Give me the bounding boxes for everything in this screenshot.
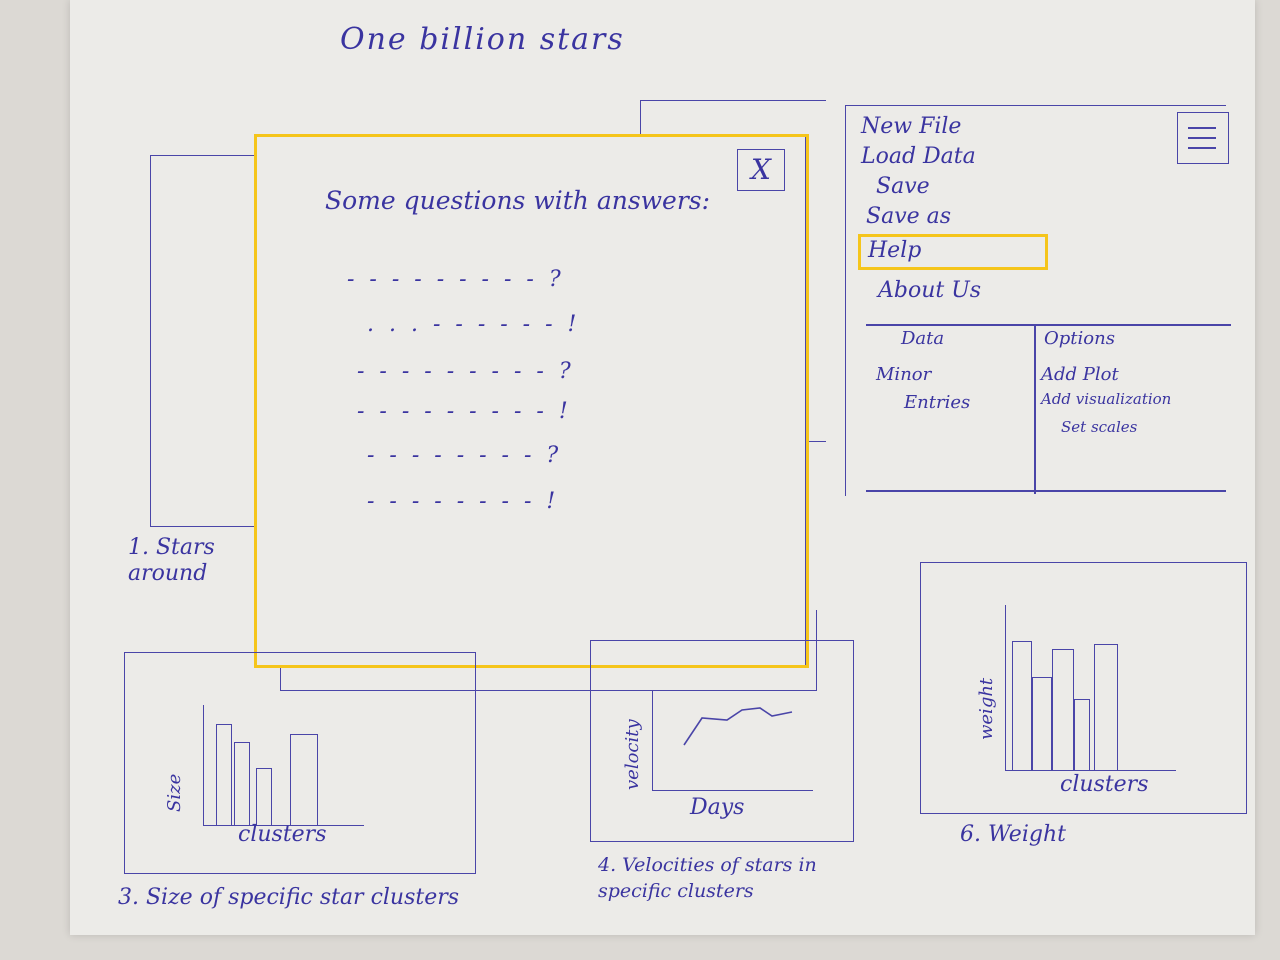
faq-row: - - - - - - - - - !: [357, 399, 572, 424]
bar: [1012, 641, 1032, 770]
help-highlight: [858, 234, 1048, 270]
bar: [1074, 699, 1090, 770]
faq-row: - - - - - - - - !: [367, 489, 560, 514]
panel3-ylabel: Size: [164, 773, 185, 812]
panel4-chart: [652, 690, 813, 791]
bar: [234, 742, 250, 825]
page-title: One billion stars: [340, 22, 625, 57]
panel3-sheet: [124, 652, 476, 874]
panel3-chart: [203, 705, 364, 826]
menu-item-about-us[interactable]: About Us: [878, 278, 982, 303]
faq-row: - - - - - - - - - ?: [347, 267, 565, 292]
panel4-xlabel: Days: [690, 795, 745, 820]
bar: [1052, 649, 1074, 770]
hamburger-icon[interactable]: [1177, 112, 1229, 164]
close-icon[interactable]: X: [737, 149, 785, 191]
panel4-line: [683, 707, 793, 746]
menu-item-save[interactable]: Save: [876, 174, 930, 199]
dialog-heading: Some questions with answers:: [325, 186, 711, 215]
panel4-caption: 4. Velocities of stars in specific clust…: [598, 854, 817, 902]
main-menu: New File Load Data Save Save as Help Abo…: [845, 105, 1231, 496]
panel1-caption: 1. Stars around: [128, 535, 215, 586]
bar: [290, 734, 318, 825]
options-column-header: Options: [1044, 328, 1115, 349]
menu-item-load-data[interactable]: Load Data: [861, 144, 976, 169]
bar: [256, 768, 272, 825]
data-line-entries[interactable]: Entries: [904, 392, 971, 413]
menu-item-new-file[interactable]: New File: [861, 114, 962, 139]
bar: [1094, 644, 1118, 770]
menu-bottom-line: [866, 490, 1226, 492]
menu-column-divider: [1034, 324, 1036, 494]
option-add-visualization[interactable]: Add visualization: [1041, 390, 1172, 408]
faq-row: - - - - - - - - - ?: [357, 359, 575, 384]
faq-row: . . . - - - - - - !: [367, 312, 581, 337]
faq-row: - - - - - - - - ?: [367, 443, 563, 468]
panel6-ylabel: weight: [976, 677, 997, 740]
dialog-highlight: [254, 134, 809, 668]
panel3-xlabel: clusters: [238, 822, 327, 847]
panel6-caption: 6. Weight: [960, 822, 1066, 847]
panel6-chart: [1005, 605, 1176, 771]
menu-divider: [866, 324, 1231, 326]
option-add-plot[interactable]: Add Plot: [1041, 364, 1119, 385]
panel3-caption: 3. Size of specific star clusters: [118, 885, 460, 910]
panel4-sheet: [590, 640, 854, 842]
bar: [216, 724, 232, 825]
panel6-xlabel: clusters: [1060, 772, 1149, 797]
option-set-scales[interactable]: Set scales: [1061, 418, 1138, 436]
bar: [1032, 677, 1052, 770]
data-line-minor[interactable]: Minor: [876, 364, 932, 385]
menu-item-save-as[interactable]: Save as: [866, 204, 952, 229]
panel4-ylabel: velocity: [622, 719, 643, 790]
data-column-header: Data: [901, 328, 945, 349]
panel6-sheet: [920, 562, 1247, 814]
menu-item-help[interactable]: Help: [868, 238, 922, 263]
